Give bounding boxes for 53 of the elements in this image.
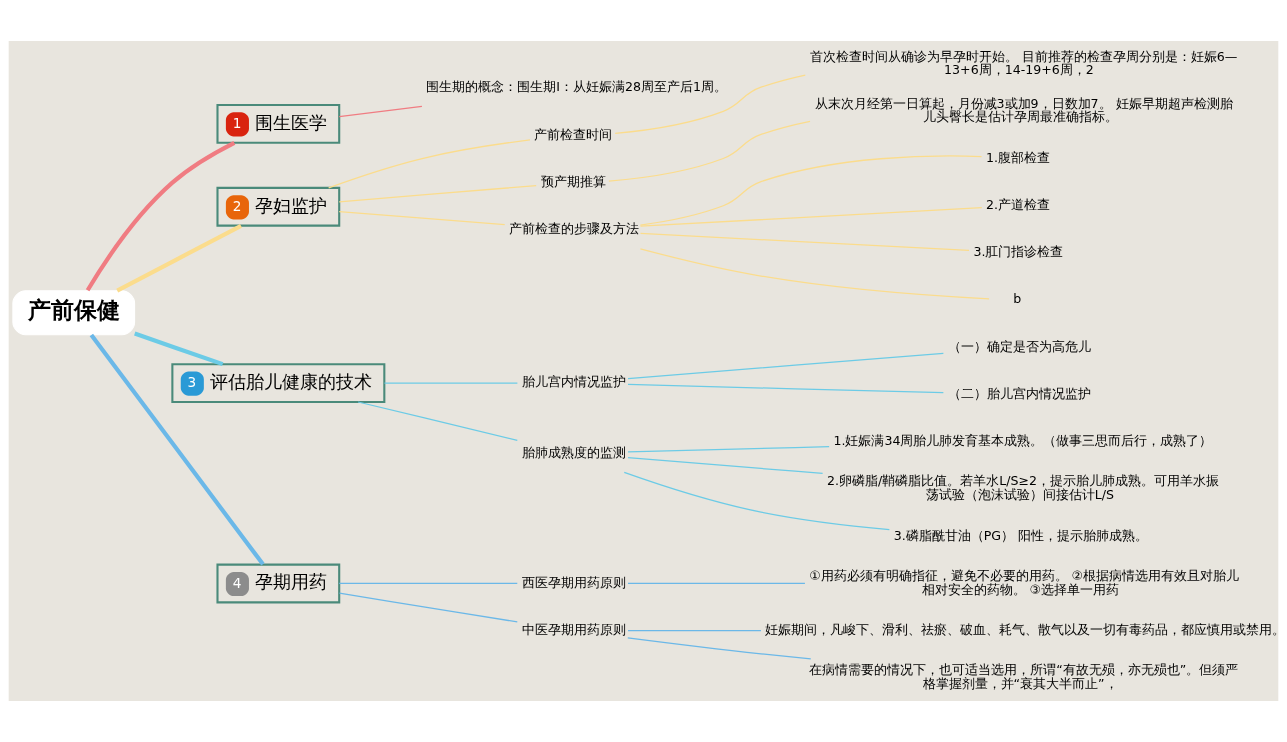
node-box: 4 孕期用药 (216, 563, 341, 604)
connector (338, 105, 423, 118)
connector (134, 331, 224, 367)
node-text: （一）确定是否为高危儿 (947, 338, 1091, 354)
node-text: 2.卵磷脂/鞘磷脂比值。若羊水L/S≥2，提示胎儿肺成熟。可用羊水振荡试验（泡沫试验）间接估计L/S (827, 473, 1220, 503)
node-text: 3.肛门指诊检查 (973, 244, 1064, 260)
connector (639, 232, 970, 252)
node-text: 2.产道检查 (986, 196, 1051, 212)
connector (627, 630, 762, 632)
connector (383, 382, 518, 384)
connector (338, 210, 506, 226)
connector (338, 184, 537, 203)
connector (614, 74, 806, 134)
node-text: 1.妊娠满34周胎儿肺发育基本成熟。（做事三思而后行，成熟了） (833, 433, 1213, 449)
node-text: b (1013, 291, 1022, 307)
connector (627, 637, 812, 660)
connector (623, 471, 890, 531)
connector (639, 248, 990, 300)
node-box: 2 孕妇监护 (216, 186, 341, 227)
connector (328, 139, 531, 189)
node-text: 胎肺成熟度的监测 (521, 444, 626, 460)
node-text: 1.腹部检查 (986, 149, 1051, 165)
connector (338, 592, 518, 623)
node-text: 预产期推算 (540, 173, 606, 189)
node-text: 产前检查时间 (534, 126, 613, 142)
connector (639, 207, 983, 227)
node-box: 1 围生医学 (216, 103, 341, 144)
connector (85, 140, 236, 292)
connector (627, 582, 806, 585)
connector (627, 352, 944, 380)
connector (338, 582, 518, 585)
connector (89, 333, 265, 566)
node-box: 3 评估胎儿健康的技术 (171, 363, 386, 403)
connector (357, 401, 518, 441)
node-text: ①用药必须有明确指征，避免不必要的用药。 ②根据病情选用有效且对胎儿相对安全的药物。 ③选择单一用药 (809, 567, 1239, 597)
node-text: 产前检查的步骤及方法 (509, 221, 640, 237)
node-text: 3.磷脂酰甘油（PG） 阳性，提示胎肺成熟。 (893, 527, 1149, 543)
connector (116, 223, 242, 293)
connector (627, 457, 824, 475)
node-text: 胎儿宫内情况监护 (521, 374, 626, 390)
node-text: 围生期的概念：围生期Ⅰ：从妊娠满28周至产后1周。 (426, 79, 728, 95)
node-text: 在病情需要的情况下，也可适当选用，所谓“有故无殒，亦无殒也”。但须严格掌握剂量，并“衰其大半而止”， (809, 662, 1239, 691)
connector (627, 383, 944, 394)
connector (608, 120, 811, 182)
node-text: 妊娠期间，凡峻下、滑利、祛瘀、破血、耗气、散气以及一切有毒药品，都应慎用或禁用。 (765, 621, 1286, 637)
node-text: 首次检查时间从确诊为早孕时开始。 目前推荐的检查孕周分别是：妊娠6—13+6周，14-19+6周，2 (809, 48, 1238, 78)
node-text: 从末次月经第一日算起，月份减3或加9，日数加7。 妊娠早期超声检测胎儿头臀长是估计孕周最准确指标。 (814, 95, 1233, 125)
connector (627, 446, 830, 453)
node-box: 产前保健 (12, 290, 136, 336)
node-text: （二）胎儿宫内情况监护 (947, 385, 1091, 401)
node-text: 中医孕期用药原则 (521, 621, 626, 637)
node-text: 西医孕期用药原则 (521, 574, 626, 590)
connector (639, 155, 983, 226)
